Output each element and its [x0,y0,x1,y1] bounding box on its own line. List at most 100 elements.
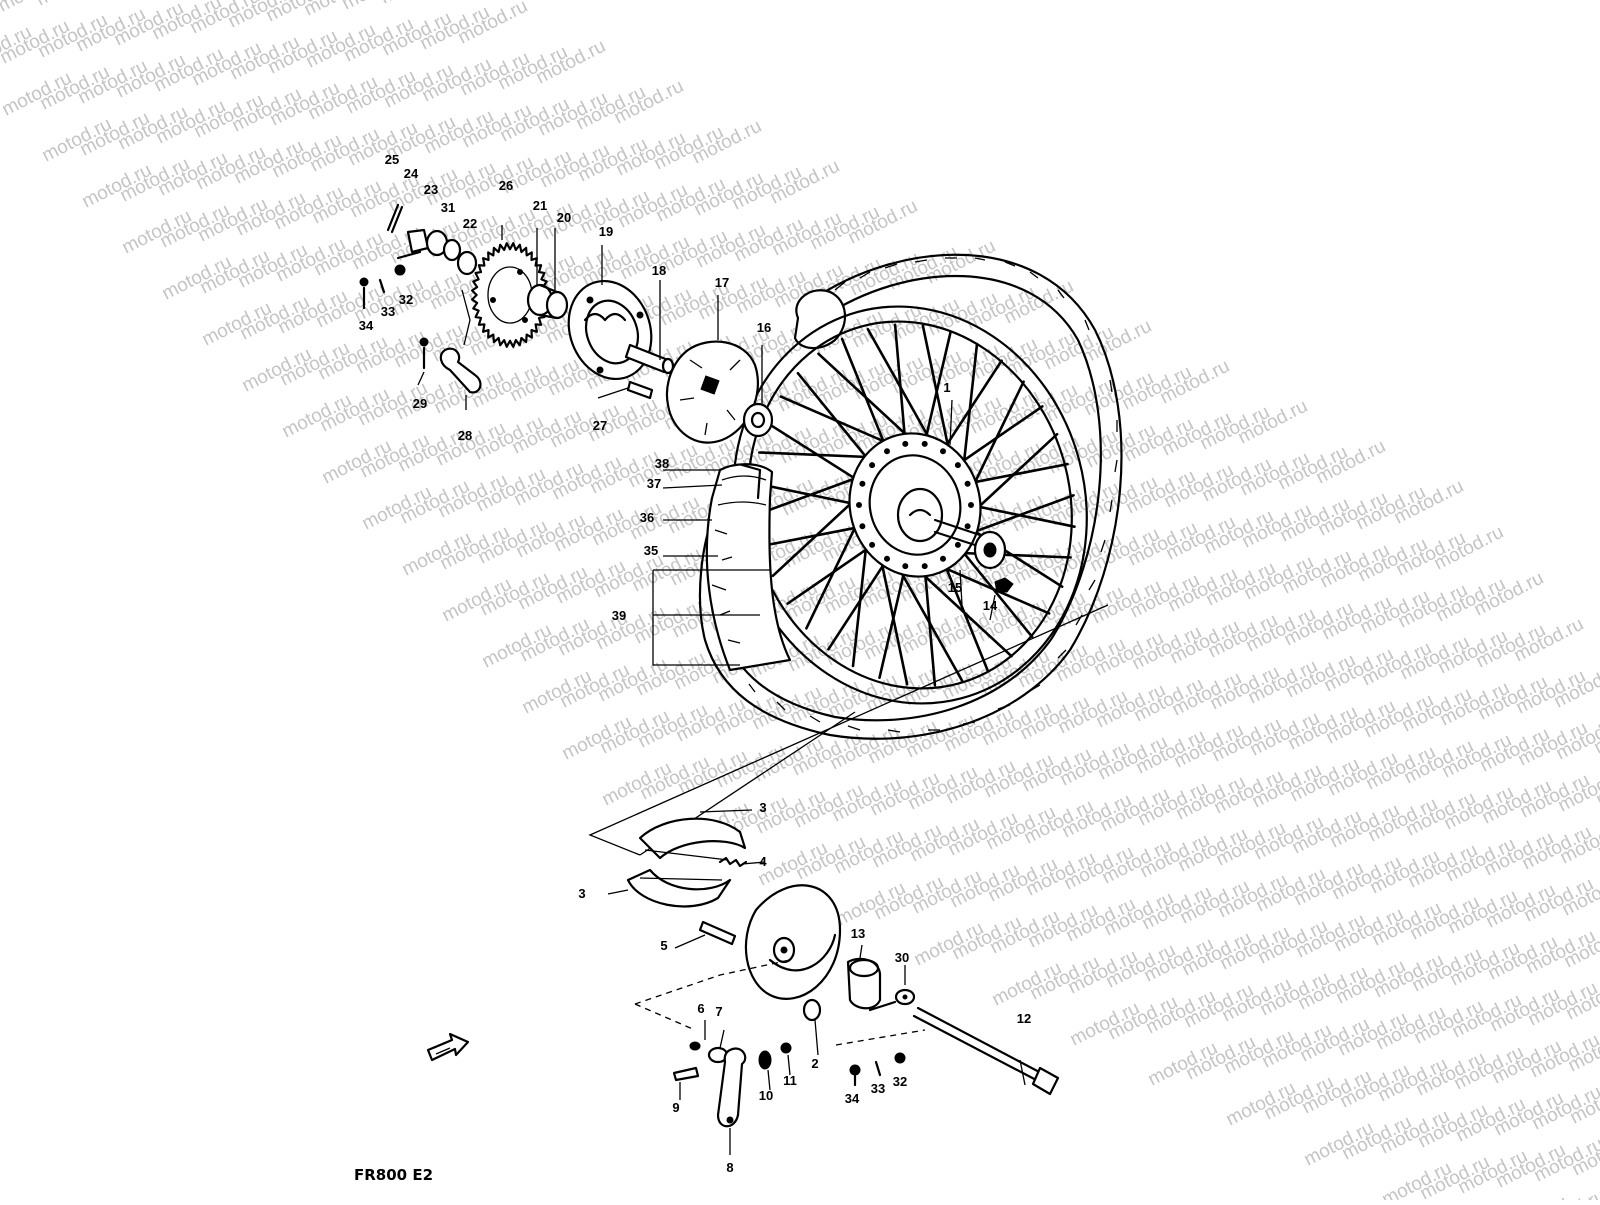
part-label-33b: 33 [871,1081,885,1096]
part-label-8: 8 [726,1160,733,1175]
part-label-35: 35 [644,543,658,558]
part-label-3b: 3 [578,886,585,901]
part-label-9: 9 [672,1100,679,1115]
part-label-19: 19 [599,224,613,239]
hub-hole [954,541,961,548]
part-label-39: 39 [612,608,626,623]
hub-hole [884,448,890,455]
watermark-text: motod.ru [1533,1186,1600,1200]
hub-hole [940,448,946,455]
spoke [968,503,1076,529]
part-label-20: 20 [557,210,571,225]
hub-hole [902,440,909,447]
hub-hole [964,480,971,487]
part-label-12: 12 [1017,1011,1031,1026]
brake-assembly-illustration [607,809,1060,1155]
part-label-25: 25 [385,152,399,167]
spoke [923,330,952,446]
part-label-32a: 32 [399,292,413,307]
part-label-14: 14 [983,598,998,613]
spoke [941,359,1003,453]
hub-hole [859,523,866,530]
watermark-text: motod.ru [33,0,109,10]
hub-hole [869,462,876,469]
hub-hole [964,523,971,530]
part-label-11: 11 [783,1073,797,1088]
spoke [955,405,1044,467]
part-label-36: 36 [640,510,654,525]
rear-wheel-illustration [698,253,1123,740]
part-label-22: 22 [463,216,477,231]
part-label-28: 28 [458,428,472,443]
spoke [827,557,889,651]
sprocket-outline [471,242,549,348]
part-label-4: 4 [759,854,767,869]
part-label-34a: 34 [359,318,374,333]
part-label-37: 37 [647,476,661,491]
hub-hole [954,462,961,469]
part-label-16: 16 [757,320,771,335]
watermark-text: motod.ru [377,0,453,8]
spoke [955,543,1034,639]
part-label-21: 21 [533,198,547,213]
hub-hole [968,502,974,508]
spoke [796,371,875,467]
part-label-32b: 32 [893,1074,907,1089]
spoke [965,462,1069,486]
spoke [761,524,865,548]
part-label-5: 5 [660,938,667,953]
part-label-6: 6 [697,1001,704,1016]
hub-hole [940,555,946,562]
hub-hole [869,541,876,548]
part-label-23: 23 [424,182,438,197]
watermark-text: motod.ru [71,0,147,4]
part-label-3a: 3 [759,800,766,815]
sprocket-teeth [471,242,549,348]
hub-flange-holes [856,440,974,570]
sprocket-assembly-illustration [359,203,774,444]
part-label-34b: 34 [845,1091,860,1106]
part-label-24: 24 [404,166,419,181]
hub-hole [902,563,909,570]
part-label-2: 2 [811,1056,818,1071]
hub-hole [884,555,890,562]
hub-hole [856,502,862,508]
spoke [878,564,907,680]
hub-hole [859,480,866,487]
diagram-code: FR800 E2 [354,1166,433,1184]
part-label-1: 1 [943,380,950,395]
spoke [941,557,990,673]
watermark-text: motod.ru [0,0,71,16]
part-label-7: 7 [715,1004,722,1019]
wheel-spokes [754,323,1076,687]
part-label-30: 30 [895,950,909,965]
forward-arrow-icon [426,1032,470,1062]
part-label-33a: 33 [381,304,395,319]
spoke [786,543,875,605]
hub-hole [921,440,928,447]
part-label-31: 31 [441,200,455,215]
part-label-15: 15 [948,580,962,595]
tyre-section-illustration [652,463,792,672]
part-label-18: 18 [652,263,666,278]
hub-hole [921,563,928,570]
spoke [754,481,862,507]
part-label-10: 10 [759,1088,773,1103]
spoke [840,337,889,453]
spoke [766,421,865,486]
watermark-text: motod.ru [339,0,415,14]
part-label-26: 26 [499,178,513,193]
part-label-27: 27 [593,418,607,433]
part-label-38: 38 [655,456,669,471]
spoke [923,564,937,687]
part-label-13: 13 [851,926,865,941]
part-label-29: 29 [413,396,427,411]
watermark-text: motod.ru [1495,1192,1571,1200]
part-label-17: 17 [715,275,729,290]
spoke [967,432,1059,518]
spoke [893,323,907,446]
